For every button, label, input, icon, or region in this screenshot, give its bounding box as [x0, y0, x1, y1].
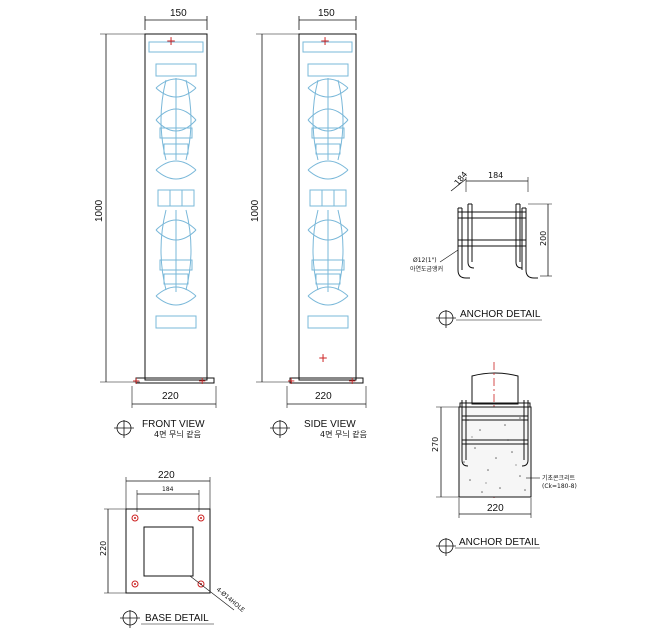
front-post-outline — [144, 33, 208, 381]
base-outer-width-label: 220 — [158, 470, 175, 481]
front-top-cap — [148, 41, 204, 53]
concrete-footing — [458, 406, 532, 498]
base-post-opening — [143, 526, 194, 577]
base-detail: 220 184 220 4-Ø14HOLE BASE DETAIL — [99, 470, 246, 628]
anchor2-note-line1: 기초콘크리트 — [542, 474, 576, 482]
side-view-title: SIDE VIEW — [304, 419, 356, 430]
anchor2-height-label: 270 — [431, 437, 440, 452]
side-view: 150 1000 + + + + 220 SIDE VIEW 4면 무늬 같음 — [250, 8, 367, 439]
front-view-note: 4면 무늬 같음 — [154, 429, 201, 439]
front-top-width-label: 150 — [170, 8, 187, 19]
base-height-label: 220 — [99, 541, 108, 556]
front-decorative-pattern — [155, 63, 197, 329]
anchor-detail-isometric: 184 184 200 — [410, 170, 552, 328]
anchor1-width-label: 184 — [488, 171, 503, 180]
base-detail-title: BASE DETAIL — [145, 613, 209, 624]
anchor-detail-section: 270 220 기초콘크리트 (Ck=180-8) ANCHOR DETAIL — [431, 362, 577, 556]
anchor2-width-label: 220 — [487, 503, 504, 514]
anchor1-rebar-note: 아연도금앵커 — [410, 265, 443, 273]
side-base-plate — [289, 377, 364, 384]
front-top-marker: + — [166, 34, 176, 48]
embedded-anchor-bars — [461, 400, 529, 467]
anchor1-depth-label: 184 — [453, 170, 470, 187]
front-base-plate — [135, 377, 215, 384]
anchor1-height-label: 200 — [539, 231, 548, 246]
side-decorative-pattern — [307, 63, 349, 329]
side-view-note: 4면 무늬 같음 — [320, 429, 367, 439]
front-view-title: FRONT VIEW — [142, 419, 205, 430]
side-top-width-label: 150 — [318, 8, 335, 19]
svg-text:+: + — [348, 376, 356, 387]
base-hole-label: 4-Ø14HOLE — [215, 586, 246, 614]
side-center-marker: + — [318, 351, 328, 365]
svg-text:+: + — [287, 376, 295, 387]
base-inner-width-label: 184 — [162, 486, 174, 493]
front-base-width-label: 220 — [162, 391, 179, 402]
post-stub — [471, 372, 519, 405]
anchor2-note-line2: (Ck=180-8) — [542, 483, 577, 490]
front-bolt-right: + — [198, 376, 206, 387]
side-height-label: 1000 — [250, 199, 261, 222]
front-height-label: 1000 — [94, 199, 105, 222]
anchor1-rebar-label: Ø12(1") — [413, 257, 437, 264]
anchor1-title: ANCHOR DETAIL — [460, 309, 541, 320]
side-top-marker: + — [320, 34, 330, 48]
base-plate-outline — [125, 508, 211, 594]
front-view: 150 1000 + + + 220 FRONT VIEW 4면 무늬 같음 — [94, 8, 217, 439]
base-bolt-holes — [131, 514, 205, 588]
side-base-width-label: 220 — [315, 391, 332, 402]
side-post-outline — [298, 33, 357, 381]
anchor-cage — [457, 203, 538, 279]
anchor2-title: ANCHOR DETAIL — [459, 537, 540, 548]
front-bolt-left: + — [132, 376, 140, 387]
